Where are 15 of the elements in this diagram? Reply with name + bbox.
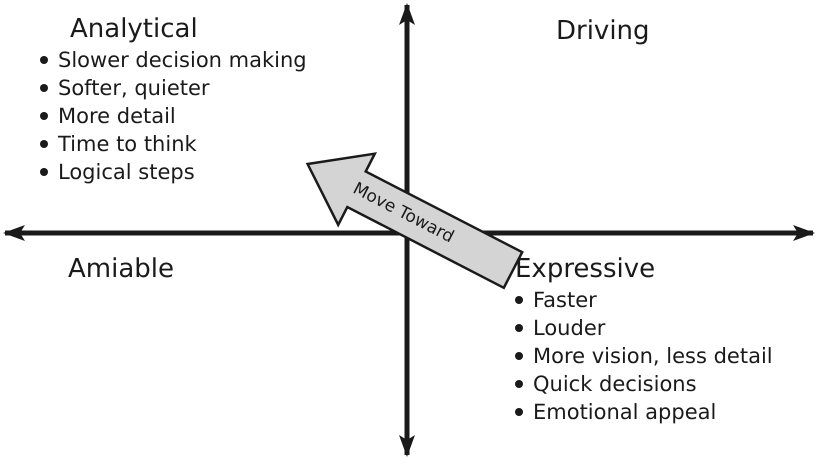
bullet-item: Faster — [533, 287, 597, 314]
quadrant-heading: Analytical — [70, 13, 199, 46]
bullet-item: Louder — [533, 315, 606, 342]
bullet-item: More detail — [58, 103, 176, 130]
bullet-item: Logical steps — [58, 159, 195, 186]
bullet-item: Time to think — [58, 131, 197, 158]
quadrant-heading: Expressive — [515, 253, 656, 286]
bullet-item: Slower decision making — [58, 47, 307, 74]
bullet-item: Softer, quieter — [58, 75, 210, 102]
quadrant-heading: Driving — [556, 15, 650, 48]
quadrant-heading: Amiable — [68, 253, 174, 286]
bullet-item: Quick decisions — [533, 371, 697, 398]
block-arrow — [306, 152, 524, 290]
bullet-item: Emotional appeal — [533, 399, 716, 426]
bullet-item: More vision, less detail — [533, 343, 773, 370]
